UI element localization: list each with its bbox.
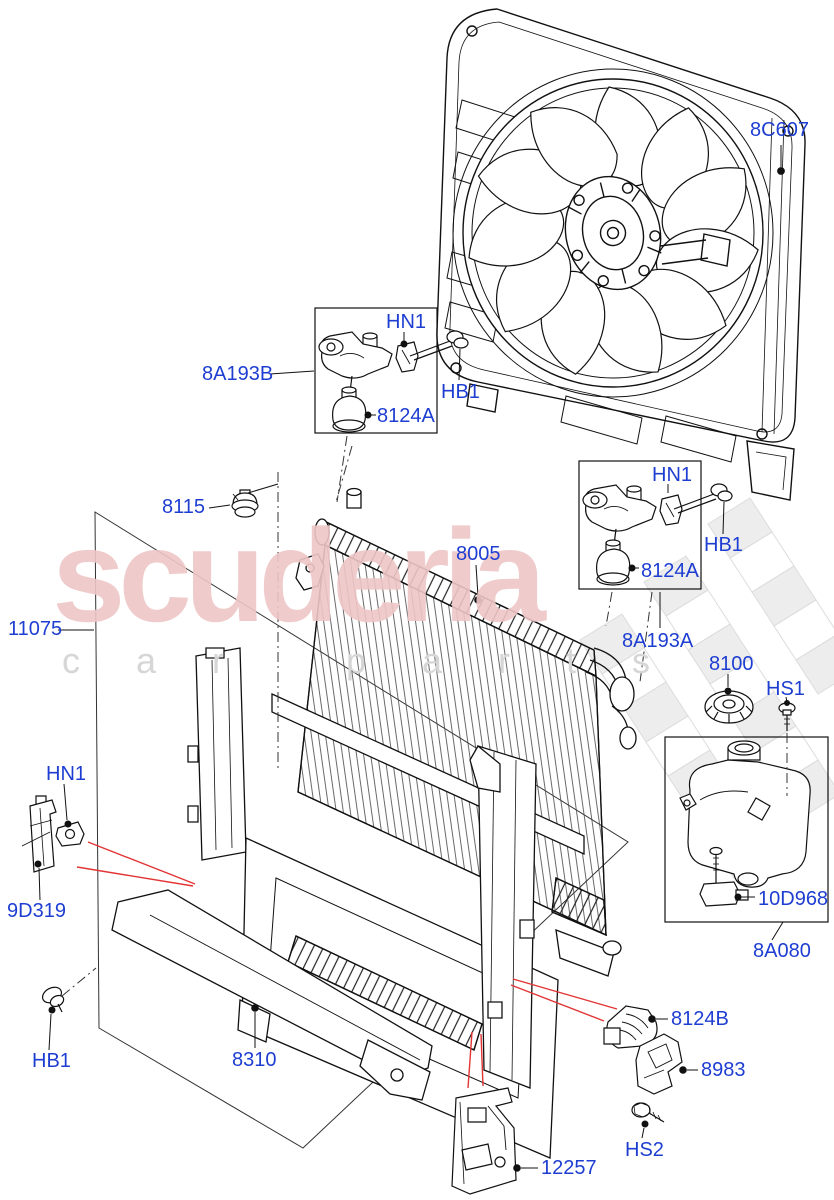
shroud-panel-drawing (187, 647, 559, 1159)
grommet-8124b-drawing (603, 1005, 658, 1049)
callout-8A080[interactable]: 8A080 (753, 940, 811, 962)
bracket-9d319-drawing (21, 795, 85, 873)
radiator-drawing (271, 487, 637, 977)
leader-lines (34, 145, 790, 1172)
callout-11075[interactable]: 11075 (8, 618, 63, 640)
callout-12257[interactable]: 12257 (541, 1157, 597, 1179)
expansion-tank-drawing (664, 736, 829, 923)
callout-HN1-top[interactable]: HN1 (386, 311, 427, 333)
bracket-12257-drawing (451, 1087, 517, 1195)
callout-8310[interactable]: 8310 (232, 1049, 277, 1071)
coolant-cap-drawing (704, 690, 754, 724)
callout-HS1[interactable]: HS1 (766, 678, 805, 700)
callout-8005[interactable]: 8005 (456, 543, 501, 565)
bracket-8983-drawing (635, 1033, 683, 1095)
callout-8124B[interactable]: 8124B (671, 1008, 729, 1030)
bracket-8a193a-drawing (582, 483, 733, 586)
callout-HB1-top[interactable]: HB1 (441, 381, 480, 403)
callout-8C607[interactable]: 8C607 (750, 119, 809, 141)
callout-9D319[interactable]: 9D319 (7, 900, 66, 922)
plug-8115-drawing (231, 489, 259, 518)
assembly-axis-lines (61, 435, 788, 997)
nut-hn1-left-drawing (55, 821, 85, 847)
callout-HN1-right[interactable]: HN1 (652, 464, 693, 486)
callout-HN1-left[interactable]: HN1 (46, 763, 87, 785)
callout-HB1-right[interactable]: HB1 (704, 534, 743, 556)
callout-8124A-right[interactable]: 8124A (641, 560, 699, 582)
bolt-hb1-drawing (41, 986, 65, 1013)
callout-8115[interactable]: 8115 (162, 496, 206, 518)
bracket-8a193b-drawing (318, 330, 469, 433)
callout-8100[interactable]: 8100 (709, 653, 754, 675)
bolt-hs2-drawing (631, 1102, 665, 1123)
callout-HB1-left[interactable]: HB1 (32, 1050, 71, 1072)
watermark-brand: scuderia (52, 502, 546, 649)
callout-8A193A[interactable]: 8A193A (622, 630, 694, 652)
callout-10D968[interactable]: 10D968 (758, 888, 829, 910)
callout-HS2[interactable]: HS2 (625, 1139, 664, 1161)
callout-8983[interactable]: 8983 (701, 1059, 746, 1081)
fan-assembly-drawing (436, 8, 806, 501)
deflector-drawing (111, 889, 433, 1101)
bracket-box-upper (314, 307, 469, 434)
callout-8A193B[interactable]: 8A193B (202, 363, 274, 385)
watermark-tagline: car parts (62, 640, 707, 681)
red-arrows (76, 841, 618, 1089)
callout-8124A-top[interactable]: 8124A (377, 405, 435, 427)
bracket-box-right (578, 460, 733, 590)
